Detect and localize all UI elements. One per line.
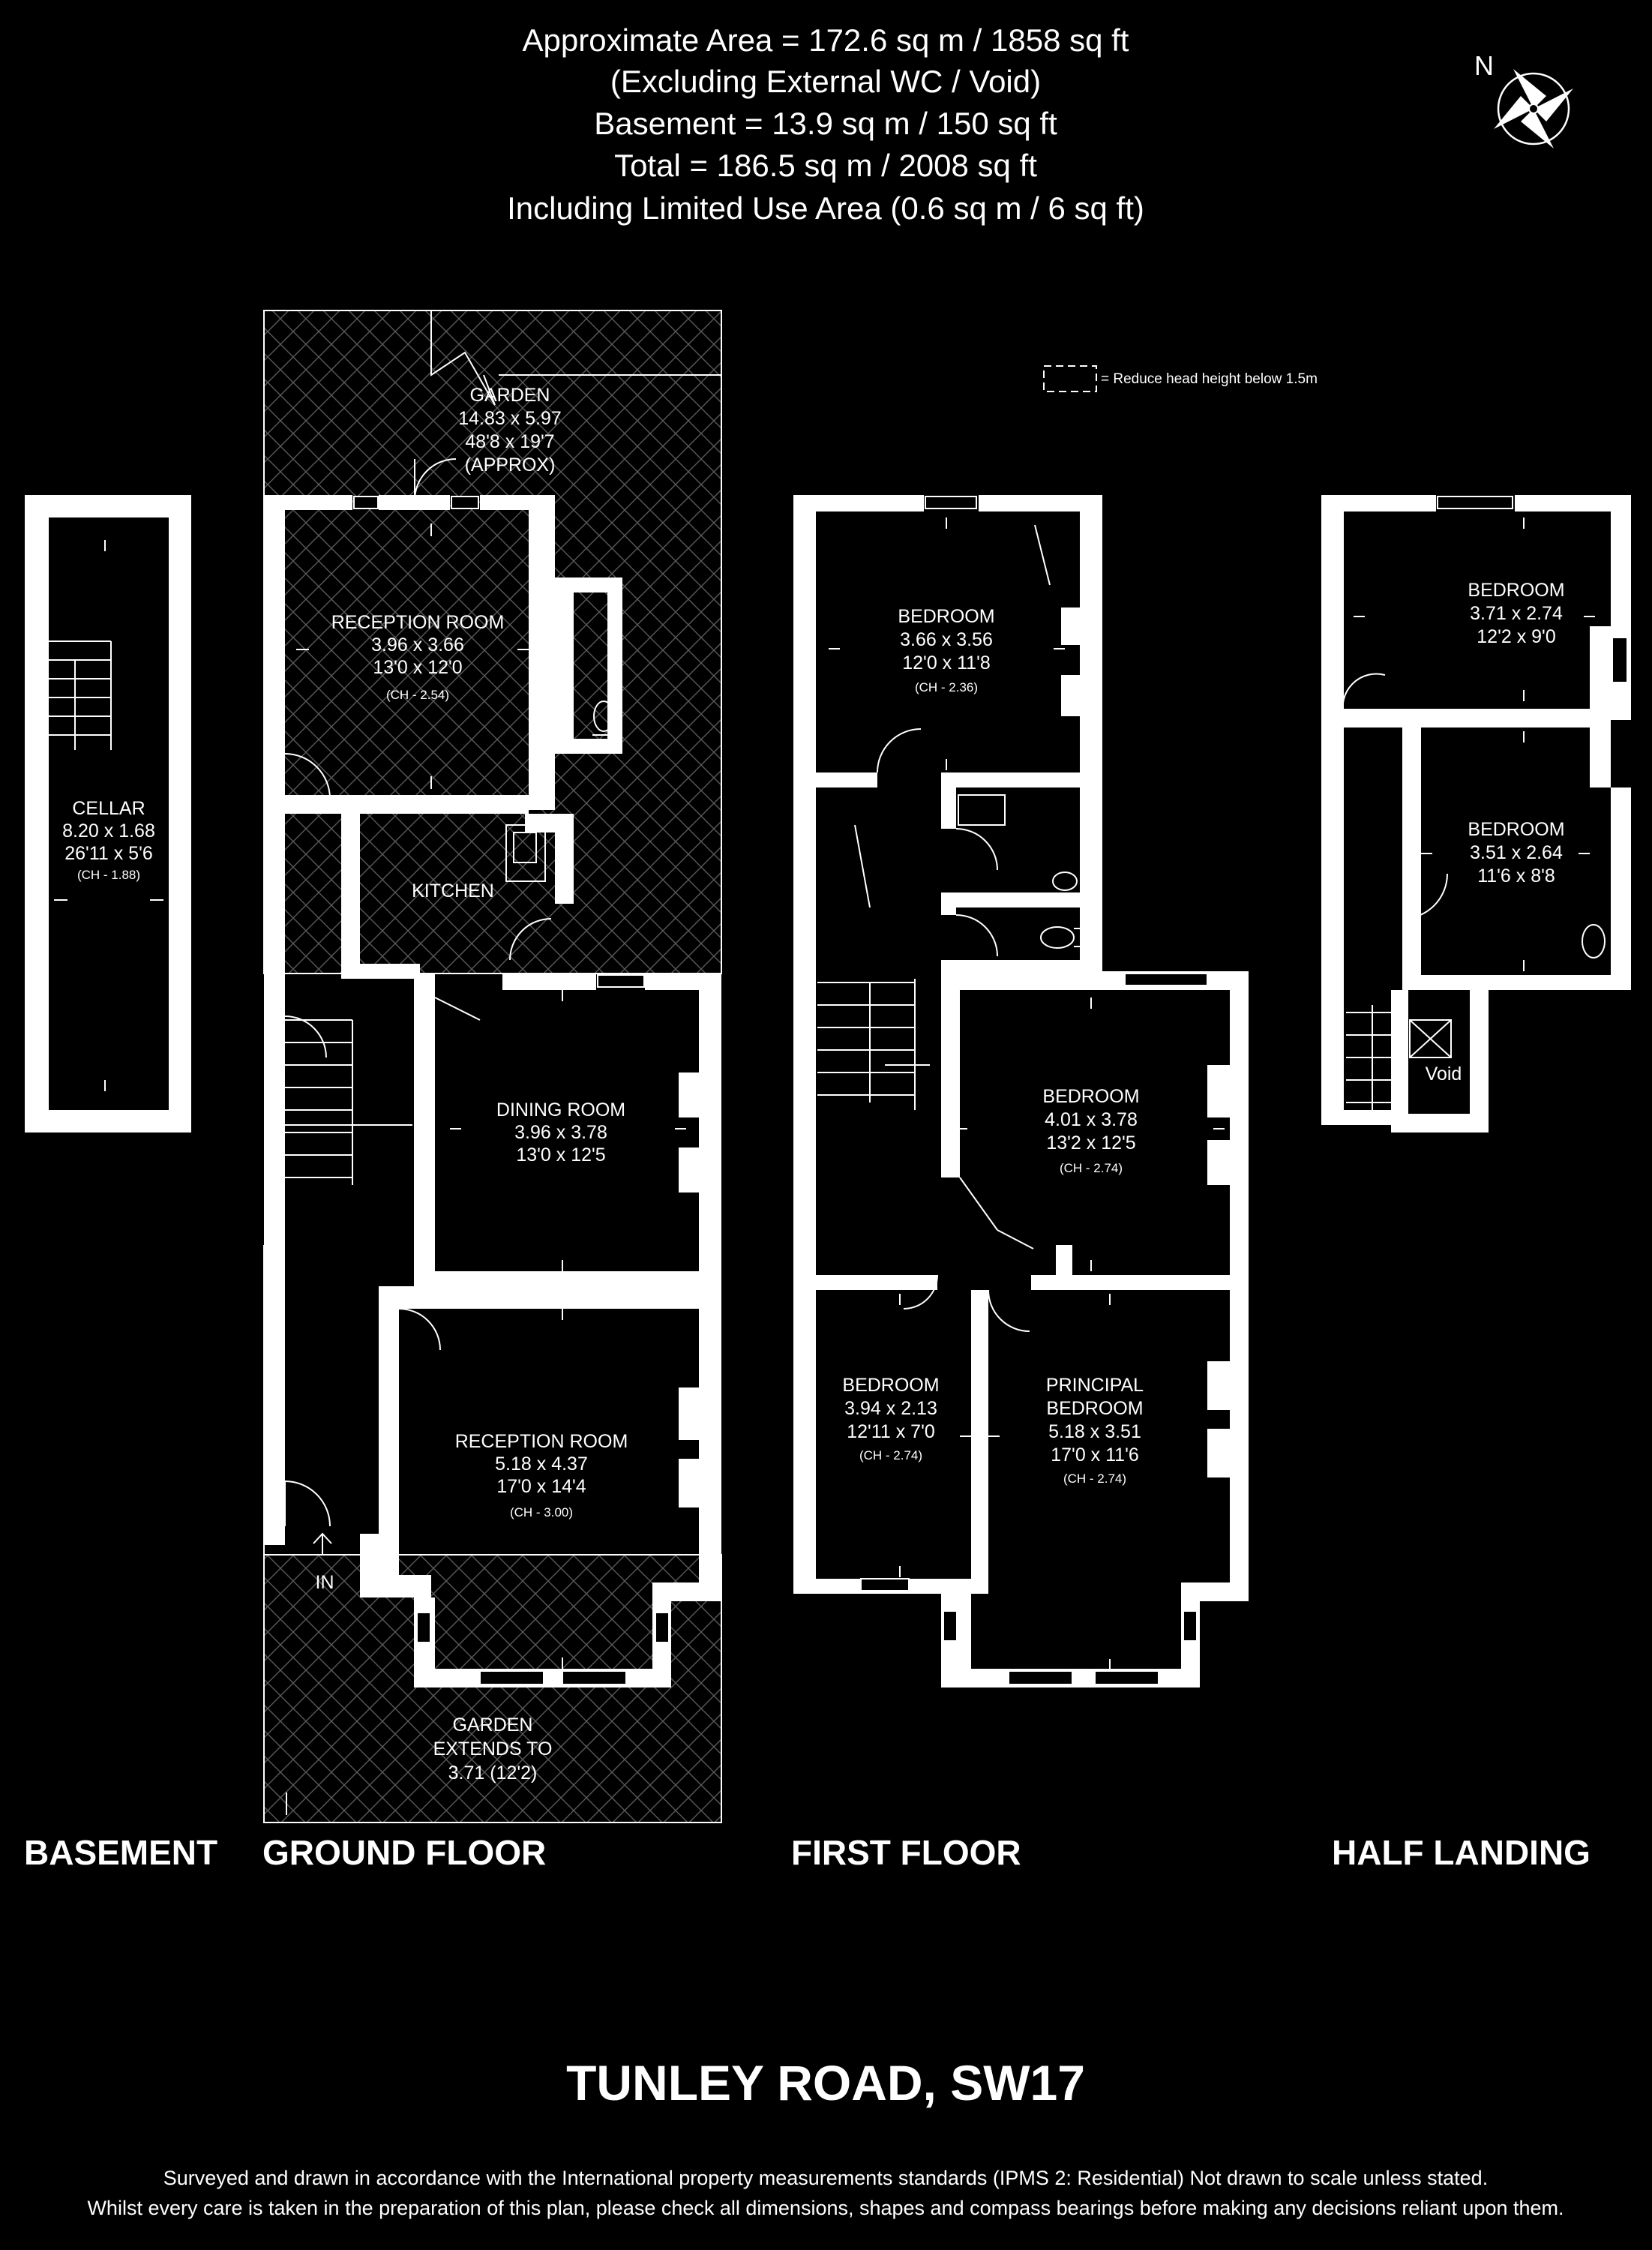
room-name: BEDROOM bbox=[1046, 1398, 1143, 1419]
room-name: GARDEN bbox=[453, 1714, 533, 1736]
room-name: BEDROOM bbox=[842, 1375, 939, 1396]
room-name: BEDROOM bbox=[1468, 819, 1564, 840]
room-dimensions-imperial: 13'0 x 12'5 bbox=[516, 1144, 605, 1166]
room-dimensions-metric: 8.20 x 1.68 bbox=[62, 820, 155, 842]
area-line: Basement = 13.9 sq m / 150 sq ft bbox=[594, 106, 1057, 141]
room-name: PRINCIPAL bbox=[1046, 1375, 1144, 1396]
room-note: (APPROX) bbox=[465, 454, 556, 476]
room-dimensions-metric: 3.96 x 3.66 bbox=[371, 634, 464, 656]
room-dimensions-metric: 5.18 x 3.51 bbox=[1048, 1421, 1141, 1442]
room-dimensions-imperial: 12'0 x 11'8 bbox=[902, 652, 991, 674]
room-dimensions-metric: 4.01 x 3.78 bbox=[1045, 1109, 1138, 1130]
area-line: Approximate Area = 172.6 sq m / 1858 sq … bbox=[523, 22, 1129, 58]
compass-rose-icon: N bbox=[1474, 50, 1573, 148]
room-dimensions-metric: 3.96 x 3.78 bbox=[514, 1122, 607, 1143]
ceiling-height: (CH - 2.54) bbox=[386, 688, 449, 702]
room-name: RECEPTION ROOM bbox=[455, 1431, 628, 1452]
room-dimensions-imperial: 26'11 x 5'6 bbox=[64, 843, 153, 864]
floor-label-ground: GROUND FLOOR bbox=[262, 1833, 546, 1872]
basement-plan: CELLAR 8.20 x 1.68 26'11 x 5'6 (CH - 1.8… bbox=[25, 495, 191, 1132]
entrance-label: IN bbox=[316, 1572, 334, 1593]
legend: = Reduce head height below 1.5m bbox=[1043, 365, 1318, 392]
room-dimensions-metric: 3.66 x 3.56 bbox=[900, 629, 993, 650]
ceiling-height: (CH - 2.74) bbox=[1063, 1472, 1126, 1486]
room-name: DINING ROOM bbox=[496, 1100, 625, 1120]
room-dimensions-metric: 3.94 x 2.13 bbox=[844, 1398, 937, 1419]
legend-text: = Reduce head height below 1.5m bbox=[1101, 371, 1318, 387]
ceiling-height: (CH - 3.00) bbox=[510, 1505, 573, 1520]
entrance-arrow-icon bbox=[313, 1532, 332, 1554]
room-dimensions-metric: 5.18 x 4.37 bbox=[495, 1454, 588, 1474]
room-dimensions-imperial: 13'0 x 12'0 bbox=[373, 657, 462, 678]
room-dimensions: 3.71 (12'2) bbox=[448, 1762, 538, 1784]
floor-label-half-landing: HALF LANDING bbox=[1332, 1833, 1591, 1872]
room-dimensions-imperial: 13'2 x 12'5 bbox=[1046, 1132, 1135, 1154]
room-dimensions-imperial: 12'2 x 9'0 bbox=[1477, 626, 1555, 647]
void-label: Void bbox=[1426, 1064, 1462, 1084]
room-name: BEDROOM bbox=[1042, 1086, 1139, 1107]
ceiling-height: (CH - 1.88) bbox=[77, 868, 140, 882]
room-dimensions-metric: 14.83 x 5.97 bbox=[458, 408, 562, 429]
compass-north-label: N bbox=[1474, 50, 1494, 81]
property-address: TUNLEY ROAD, SW17 bbox=[566, 2055, 1085, 2110]
floor-label-basement: BASEMENT bbox=[24, 1833, 217, 1872]
room-dimensions-imperial: 17'0 x 11'6 bbox=[1051, 1444, 1139, 1466]
disclaimer-line: Surveyed and drawn in accordance with th… bbox=[163, 2167, 1488, 2189]
room-dimensions-imperial: 17'0 x 14'4 bbox=[496, 1476, 586, 1497]
room-name: BEDROOM bbox=[1468, 580, 1564, 601]
area-summary: Approximate Area = 172.6 sq m / 1858 sq … bbox=[507, 22, 1144, 226]
room-name: GARDEN bbox=[470, 385, 550, 406]
half-landing-plan: BEDROOM 3.71 x 2.74 12'2 x 9'0 BEDROOM 3… bbox=[1321, 495, 1631, 1132]
disclaimer-line: Whilst every care is taken in the prepar… bbox=[87, 2197, 1564, 2219]
room-dimensions-imperial: 12'11 x 7'0 bbox=[847, 1421, 935, 1442]
area-line: Including Limited Use Area (0.6 sq m / 6… bbox=[507, 190, 1144, 226]
ground-floor-plan: GARDEN 14.83 x 5.97 48'8 x 19'7 (APPROX)… bbox=[263, 310, 722, 1823]
ceiling-height: (CH - 2.36) bbox=[915, 680, 978, 694]
room-dimensions-metric: 3.51 x 2.64 bbox=[1470, 842, 1563, 863]
room-note: EXTENDS TO bbox=[433, 1738, 553, 1760]
room-name: KITCHEN bbox=[412, 880, 494, 902]
room-name: BEDROOM bbox=[898, 606, 994, 627]
floor-label-first: FIRST FLOOR bbox=[791, 1833, 1021, 1872]
area-line: Total = 186.5 sq m / 2008 sq ft bbox=[614, 148, 1037, 183]
room-dimensions-metric: 3.71 x 2.74 bbox=[1470, 603, 1563, 624]
room-name: CELLAR bbox=[72, 798, 145, 819]
ceiling-height: (CH - 2.74) bbox=[859, 1448, 922, 1462]
area-line: (Excluding External WC / Void) bbox=[610, 64, 1041, 99]
room-dimensions-imperial: 48'8 x 19'7 bbox=[465, 431, 554, 452]
room-dimensions-imperial: 11'6 x 8'8 bbox=[1477, 866, 1555, 886]
ceiling-height: (CH - 2.74) bbox=[1060, 1161, 1123, 1175]
room-name: RECEPTION ROOM bbox=[331, 612, 505, 633]
first-floor-plan: BEDROOM 3.66 x 3.56 12'0 x 11'8 (CH - 2.… bbox=[793, 495, 1249, 1688]
